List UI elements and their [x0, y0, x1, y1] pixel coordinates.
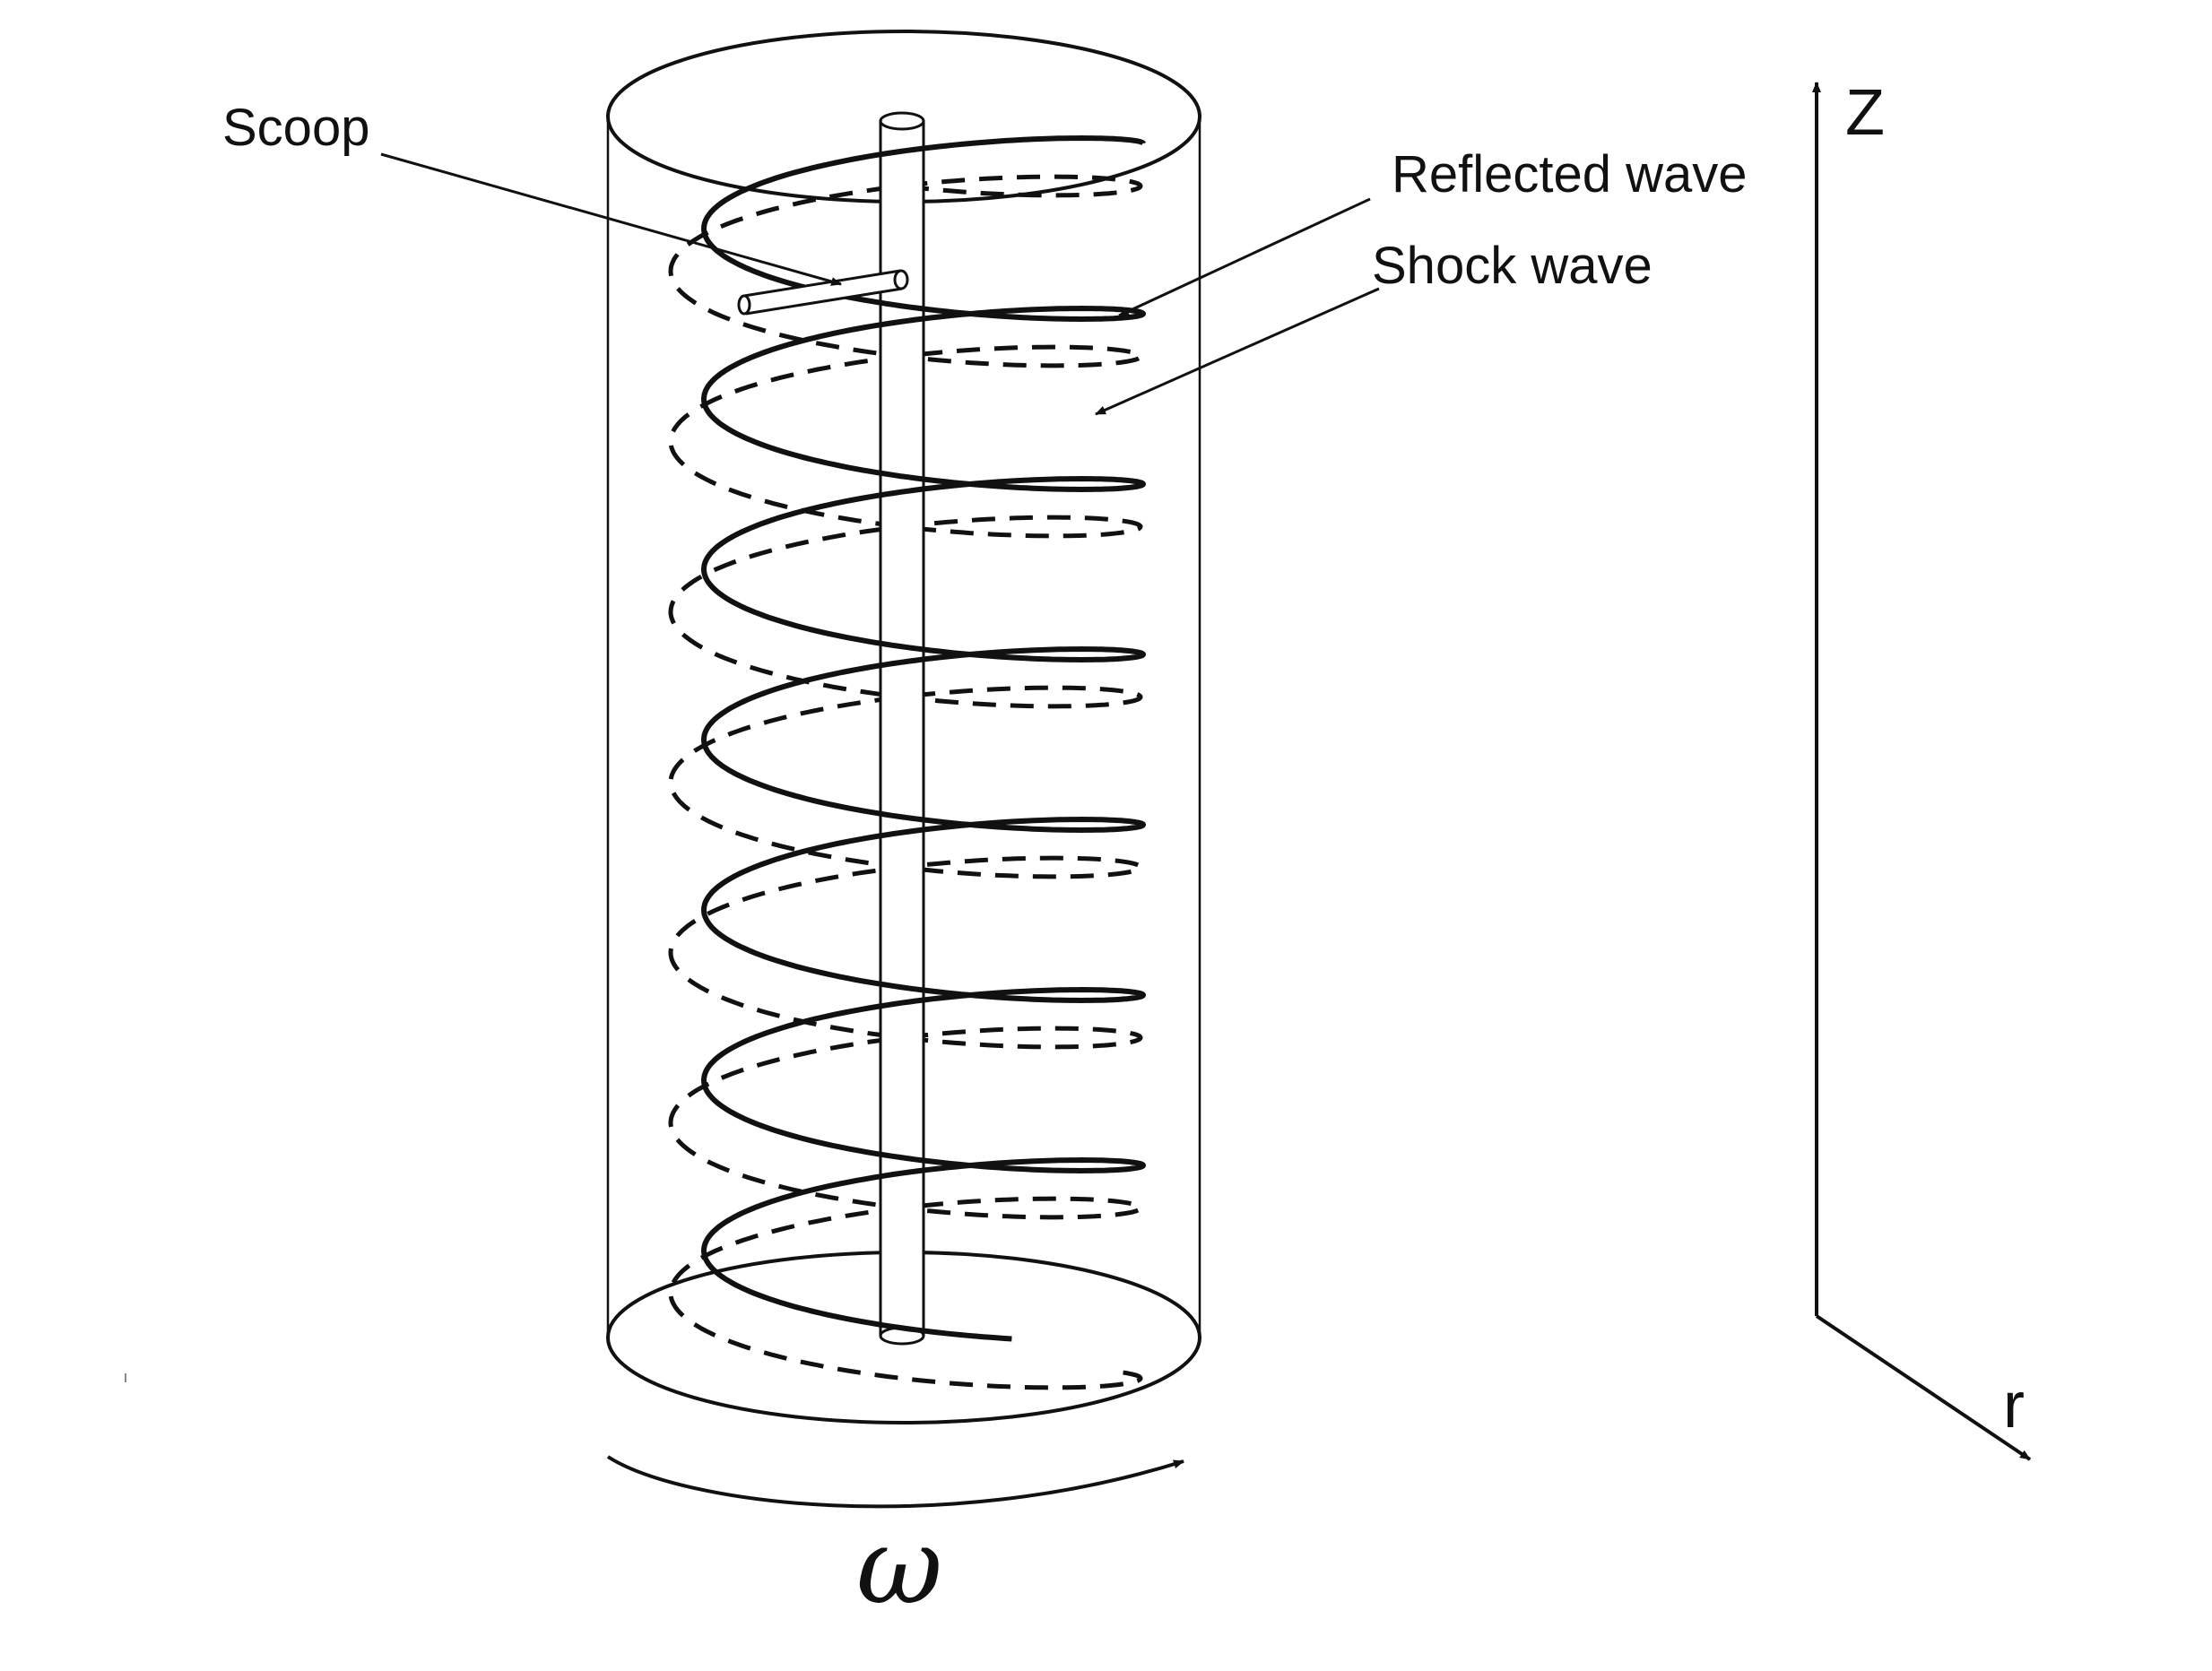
scoop-leader-arrow — [380, 152, 842, 286]
shock-wave-leader-arrow — [1095, 287, 1380, 416]
shock-wave-label: Shock wave — [1372, 237, 1652, 295]
scoop-tube-end — [893, 269, 909, 290]
shock-wave-helix — [701, 135, 1146, 1342]
scoop-tube-mouth — [737, 294, 751, 316]
shaft-top-cap — [879, 111, 925, 131]
reflected-wave-label: Reflected wave — [1392, 145, 1748, 203]
r-axis-label: r — [2003, 1370, 2025, 1442]
scoop-tube — [737, 269, 909, 316]
scoop-label: Scoop — [222, 99, 369, 157]
rotation-arrow — [606, 1455, 1184, 1509]
scoop-tube-body — [744, 271, 902, 314]
r-axis-line — [1815, 1314, 2032, 1461]
reflected-wave-leader-arrow — [1118, 197, 1371, 317]
rotation-omega-label: ω — [856, 1504, 942, 1628]
z-axis-label: Z — [1845, 77, 1885, 149]
coordinate-axes: Z r — [1812, 77, 2032, 1461]
reflected-wave-curve — [668, 174, 1143, 1390]
reflected-wave-helix — [668, 174, 1143, 1390]
shock-wave-curve — [701, 135, 1146, 1342]
